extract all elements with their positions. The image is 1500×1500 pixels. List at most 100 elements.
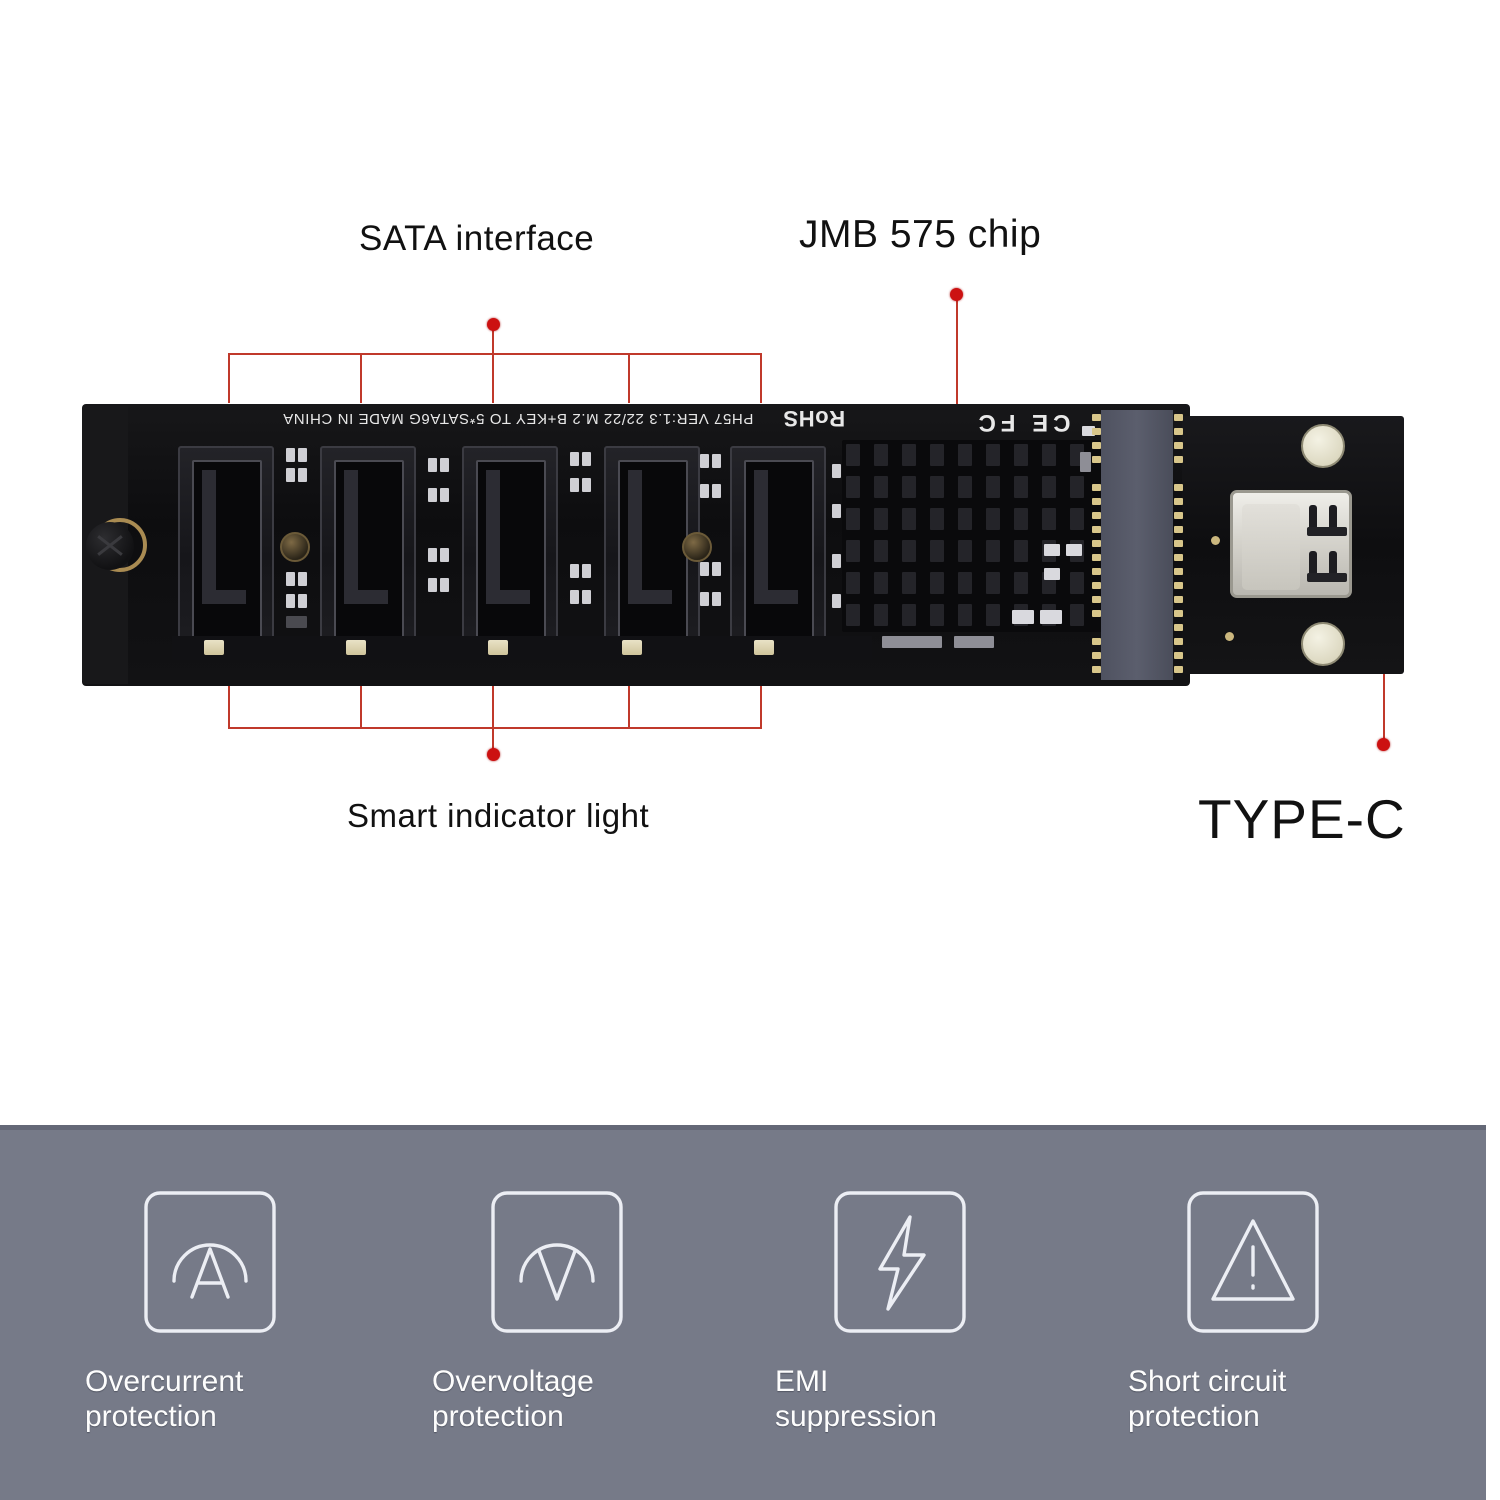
feature-line-2: protection <box>432 1399 564 1433</box>
bracket-tick-4 <box>628 683 630 729</box>
feature-line-1: Short circuit <box>1128 1365 1287 1398</box>
bracket-tick-1 <box>228 353 230 403</box>
smd-cluster-2 <box>426 444 452 644</box>
feature-panel: Overcurrent protection Overvoltage prote… <box>0 1125 1486 1500</box>
sata-key-tab-foot <box>628 590 672 604</box>
smd-passive <box>1012 610 1034 624</box>
feature-label-overcurrent: Overcurrent protection <box>85 1365 415 1435</box>
type-c-prong <box>1329 505 1337 531</box>
smd-cluster-1 <box>284 444 310 644</box>
sata-key-tab <box>628 470 642 600</box>
type-c-shell-inner <box>1242 504 1300 590</box>
feature-label-emi: EMI suppression <box>775 1365 1105 1435</box>
ampere-gauge-icon <box>140 1187 280 1337</box>
sata-port-2 <box>320 446 416 650</box>
smd-passive <box>954 636 994 648</box>
bracket-tick-3 <box>492 353 494 403</box>
feature-emi-suppression: EMI suppression <box>775 1187 1130 1487</box>
board-mount-post-2 <box>682 532 712 562</box>
voltage-gauge-icon <box>487 1187 627 1337</box>
feature-label-overvoltage: Overvoltage protection <box>432 1365 762 1435</box>
pcb-via <box>1211 536 1220 545</box>
smd-passive <box>882 636 942 648</box>
smart-indicator-led-5 <box>754 640 774 655</box>
bracket-tick-4 <box>628 353 630 403</box>
bracket-bottom-rail <box>228 727 762 729</box>
feature-line-2: protection <box>85 1399 217 1433</box>
m2-edge-connector-band <box>1101 410 1173 680</box>
type-c-connector <box>1230 490 1352 598</box>
type-c-prong <box>1309 505 1317 531</box>
sata-port-5 <box>730 446 826 650</box>
callout-label-jmb-chip: JMB 575 chip <box>799 213 1042 256</box>
type-c-prong <box>1329 551 1337 577</box>
feature-line-1: Overcurrent <box>85 1365 244 1398</box>
pcb-board-photo: PH57 VER:1.3 22/22 M.2 B+KEY TO 5*SATA6G… <box>82 404 1404 686</box>
smd-cluster-3 <box>568 444 594 644</box>
type-c-prong <box>1309 551 1317 577</box>
smart-indicator-led-3 <box>488 640 508 655</box>
bracket-tick-3 <box>492 683 494 729</box>
smart-indicator-led-1 <box>204 640 224 655</box>
callout-label-type-c: TYPE-C <box>1198 788 1406 850</box>
bracket-tick-1 <box>228 683 230 729</box>
bracket-tick-2 <box>360 353 362 403</box>
smd-cluster-4 <box>698 444 724 644</box>
lightning-bolt-icon <box>830 1187 970 1337</box>
feature-line-1: EMI <box>775 1365 829 1398</box>
panel-top-edge <box>0 1125 1486 1130</box>
feature-line-2: protection <box>1128 1399 1260 1433</box>
bracket-top-rail <box>228 353 762 355</box>
feature-overcurrent: Overcurrent protection <box>85 1187 440 1487</box>
bracket-tick-5 <box>760 353 762 403</box>
feature-line-2: suppression <box>775 1399 937 1433</box>
mounting-hole-bottom <box>1301 622 1345 666</box>
type-c-pin <box>1307 573 1347 582</box>
led-callout-dot <box>487 748 500 761</box>
jmb-callout-dot <box>950 288 963 301</box>
pcb-via <box>1225 632 1234 641</box>
phillips-screw-icon <box>86 522 134 570</box>
smart-indicator-led-2 <box>346 640 366 655</box>
bracket-stem <box>492 727 494 755</box>
smart-indicator-led-4 <box>622 640 642 655</box>
bracket-tick-2 <box>360 683 362 729</box>
sata-port-1 <box>178 446 274 650</box>
typec-callout-dot <box>1377 738 1390 751</box>
sata-key-tab-foot <box>754 590 798 604</box>
gold-via-column-right <box>1174 414 1183 676</box>
smd-cluster-5 <box>830 444 856 644</box>
bracket-tick-5 <box>760 683 762 729</box>
feature-line-1: Overvoltage <box>432 1365 594 1398</box>
sata-key-tab <box>344 470 358 600</box>
smd-passive <box>1080 452 1091 472</box>
sata-port-4 <box>604 446 700 650</box>
smd-passive <box>1082 426 1095 436</box>
sata-key-tab-foot <box>202 590 246 604</box>
sata-key-tab <box>202 470 216 600</box>
board-mount-post-1 <box>280 532 310 562</box>
sata-port-3 <box>462 446 558 650</box>
warning-triangle-icon <box>1183 1187 1323 1337</box>
bracket-stem <box>492 325 494 355</box>
jmb-leader-line <box>956 298 958 488</box>
jmb575-heatsink <box>842 440 1102 632</box>
gold-via-column-left <box>1092 414 1101 676</box>
smd-passive <box>1044 544 1060 556</box>
type-c-pin <box>1307 527 1347 536</box>
callout-label-smart-indicator: Smart indicator light <box>347 797 650 834</box>
sata-key-tab <box>486 470 500 600</box>
feature-label-short-circuit: Short circuit protection <box>1128 1365 1458 1435</box>
callout-label-sata-interface: SATA interface <box>359 219 595 258</box>
sata-key-tab-foot <box>486 590 530 604</box>
mounting-hole-top <box>1301 424 1345 468</box>
feature-overvoltage: Overvoltage protection <box>432 1187 787 1487</box>
smd-passive <box>1040 610 1062 624</box>
silkscreen-rohs-mark: RoHS <box>782 406 846 431</box>
feature-short-circuit: Short circuit protection <box>1128 1187 1483 1487</box>
sata-key-tab <box>754 470 768 600</box>
smd-passive <box>1044 568 1060 580</box>
sata-key-tab-foot <box>344 590 388 604</box>
sata-callout-dot <box>487 318 500 331</box>
